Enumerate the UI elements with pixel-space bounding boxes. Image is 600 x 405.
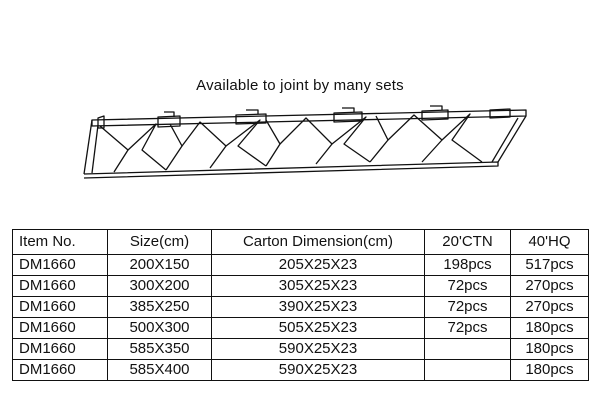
- cell-40hq: 270pcs: [510, 275, 589, 297]
- cell-item-no: DM1660: [12, 296, 108, 318]
- header-carton-dimension: Carton Dimension(cm): [211, 229, 425, 255]
- cell-20ctn: 72pcs: [424, 317, 511, 339]
- table-row: DM1660 300X200 305X25X23 72pcs 270pcs: [12, 275, 589, 297]
- cell-20ctn: [424, 359, 511, 381]
- cell-carton-dimension: 205X25X23: [211, 254, 425, 276]
- header-item-no: Item No.: [12, 229, 108, 255]
- cell-size: 200X150: [107, 254, 212, 276]
- cell-40hq: 180pcs: [510, 359, 589, 381]
- cell-item-no: DM1660: [12, 338, 108, 360]
- cell-40hq: 517pcs: [510, 254, 589, 276]
- cell-carton-dimension: 390X25X23: [211, 296, 425, 318]
- cell-carton-dimension: 590X25X23: [211, 359, 425, 381]
- header-size: Size(cm): [107, 229, 212, 255]
- cell-carton-dimension: 505X25X23: [211, 317, 425, 339]
- cell-size: 385X250: [107, 296, 212, 318]
- cell-item-no: DM1660: [12, 254, 108, 276]
- drawing-caption: Available to joint by many sets: [196, 77, 404, 94]
- specification-table: Item No. Size(cm) Carton Dimension(cm) 2…: [12, 229, 589, 381]
- cell-carton-dimension: 305X25X23: [211, 275, 425, 297]
- cell-size: 585X400: [107, 359, 212, 381]
- table-row: DM1660 385X250 390X25X23 72pcs 270pcs: [12, 296, 589, 318]
- cell-20ctn: 198pcs: [424, 254, 511, 276]
- table-row: DM1660 200X150 205X25X23 198pcs 517pcs: [12, 254, 589, 276]
- cell-size: 585X350: [107, 338, 212, 360]
- header-20ctn: 20'CTN: [424, 229, 511, 255]
- cell-20ctn: 72pcs: [424, 296, 511, 318]
- cell-size: 300X200: [107, 275, 212, 297]
- cell-40hq: 180pcs: [510, 338, 589, 360]
- header-40hq: 40'HQ: [510, 229, 589, 255]
- cell-40hq: 270pcs: [510, 296, 589, 318]
- cell-item-no: DM1660: [12, 359, 108, 381]
- cell-20ctn: 72pcs: [424, 275, 511, 297]
- table-row: DM1660 585X350 590X25X23 180pcs: [12, 338, 589, 360]
- cell-item-no: DM1660: [12, 317, 108, 339]
- table-header-row: Item No. Size(cm) Carton Dimension(cm) 2…: [12, 229, 589, 255]
- cell-40hq: 180pcs: [510, 317, 589, 339]
- table-row: DM1660 500X300 505X25X23 72pcs 180pcs: [12, 317, 589, 339]
- cell-size: 500X300: [107, 317, 212, 339]
- cell-item-no: DM1660: [12, 275, 108, 297]
- table-row: DM1660 585X400 590X25X23 180pcs: [12, 359, 589, 381]
- cell-carton-dimension: 590X25X23: [211, 338, 425, 360]
- cell-20ctn: [424, 338, 511, 360]
- joined-units-line-drawing: [83, 105, 527, 179]
